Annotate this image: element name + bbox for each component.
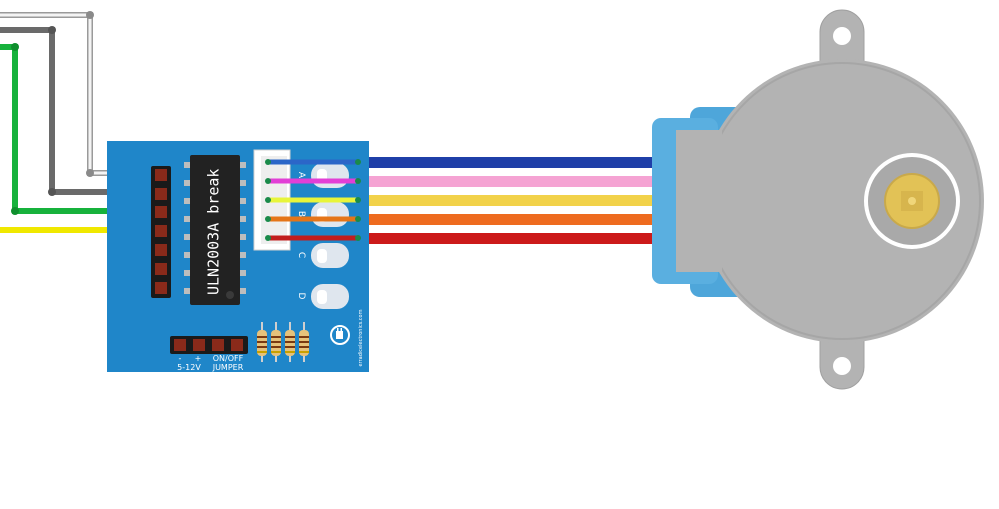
header-pin	[155, 206, 167, 218]
plug-icon	[330, 325, 350, 345]
shaft-center	[908, 197, 916, 205]
minus-label: -	[179, 354, 182, 363]
wire-bend	[48, 188, 56, 196]
stepper-motor	[652, 9, 984, 390]
input-header	[151, 166, 171, 298]
gray-wire	[0, 27, 160, 195]
led-label-b: B	[296, 211, 306, 217]
chip-body	[190, 155, 240, 305]
header-pin	[155, 244, 167, 256]
header-pin	[155, 188, 167, 200]
board-wires	[265, 159, 361, 241]
brand-logo: erradicelectronics.com	[330, 309, 364, 366]
chip-legs	[184, 162, 246, 294]
green-wire	[0, 44, 160, 214]
motor-body	[700, 59, 984, 343]
onoff-label: ON/OFF	[213, 354, 244, 363]
driver-board: ULN2003A break A B C D	[107, 141, 369, 372]
wire-blue	[369, 157, 657, 168]
motor-cable-cap-inner	[676, 130, 722, 272]
led-b	[311, 202, 349, 227]
header-pin	[155, 225, 167, 237]
header-pin	[155, 263, 167, 275]
power-label: 5-12V	[177, 363, 201, 372]
header-pin	[231, 339, 243, 351]
brand-text: erradicelectronics.com	[358, 309, 364, 366]
leds: A B C D	[296, 163, 349, 309]
wire-bend	[11, 207, 19, 215]
wire-pink	[369, 176, 657, 187]
wire-bend	[86, 169, 94, 177]
wire-red	[369, 233, 657, 244]
uln2003a-chip: ULN2003A break	[184, 155, 246, 305]
top-mount-hole	[833, 27, 851, 45]
bottom-mount-hole	[833, 357, 851, 375]
header-pin	[155, 282, 167, 294]
header-pin	[155, 169, 167, 181]
resistors	[257, 322, 309, 362]
header-pin	[174, 339, 186, 351]
led-a	[311, 163, 349, 188]
led-label-d: D	[296, 293, 306, 300]
wire-bend	[11, 43, 19, 51]
header-pin	[212, 339, 224, 351]
wire-bend	[48, 26, 56, 34]
wire-yellow	[369, 195, 657, 206]
led-d	[311, 284, 349, 309]
wire-orange	[369, 214, 657, 225]
chip-notch	[226, 291, 234, 299]
led-label-c: C	[296, 252, 306, 258]
motor-ribbon-cable	[369, 157, 657, 244]
led-label-a: A	[296, 172, 306, 179]
power-jumper-header: - + ON/OFF 5-12V JUMPER	[170, 336, 248, 372]
plus-label: +	[195, 354, 202, 363]
chip-label: ULN2003A break	[205, 169, 223, 295]
wire-bend	[86, 11, 94, 19]
led-c	[311, 243, 349, 268]
jumper-label: JUMPER	[212, 363, 244, 372]
header-pin	[193, 339, 205, 351]
